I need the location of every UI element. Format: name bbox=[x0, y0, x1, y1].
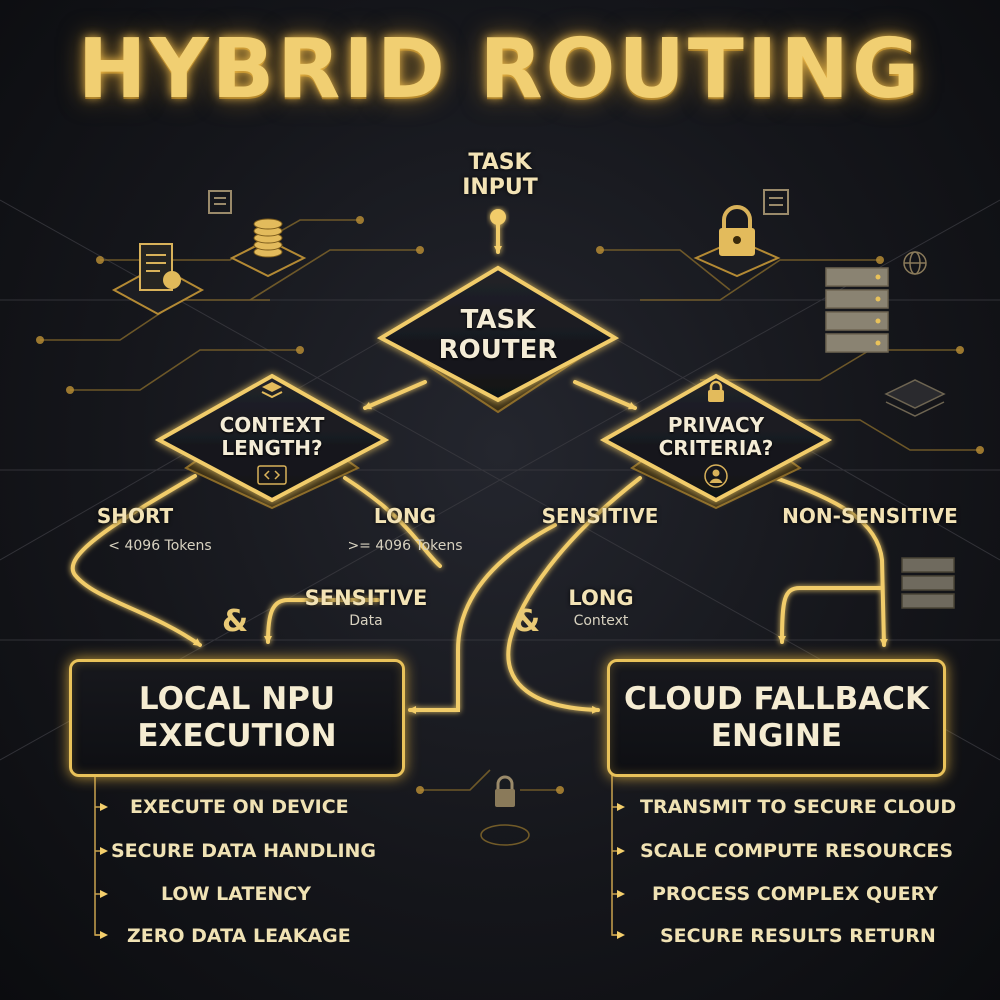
task-input-line1: TASK bbox=[468, 150, 532, 175]
task-router-line1: TASK bbox=[460, 305, 536, 335]
cloud-item: TRANSMIT TO SECURE CLOUD bbox=[640, 796, 957, 818]
input-node bbox=[490, 209, 506, 225]
task-input-label: TASK INPUT bbox=[440, 150, 560, 201]
diagram-title: HYBRID ROUTING bbox=[77, 22, 923, 117]
layers-icon bbox=[261, 382, 283, 399]
privacy-criteria-label: PRIVACY CRITERIA? bbox=[626, 414, 806, 460]
local-item: SECURE DATA HANDLING bbox=[111, 840, 377, 862]
cloud-fallback-engine-box: CLOUD FALLBACK ENGINE bbox=[607, 659, 946, 777]
document-icon bbox=[111, 243, 205, 316]
task-router-label: TASK ROUTER bbox=[408, 305, 588, 366]
cloud-item: SECURE RESULTS RETURN bbox=[660, 925, 936, 947]
task-input-line2: INPUT bbox=[462, 175, 538, 201]
context-length-line2: LENGTH? bbox=[221, 436, 323, 460]
sensitive-branch-label: SENSITIVE bbox=[541, 504, 659, 528]
coins-icon bbox=[229, 218, 307, 278]
non-sensitive-branch-label: NON-SENSITIVE bbox=[782, 504, 958, 528]
long-to-cloud-arrow bbox=[506, 476, 642, 714]
local-npu-execution-title: LOCAL NPU EXECUTION bbox=[72, 681, 402, 755]
chat-icon bbox=[763, 189, 789, 215]
local-item: EXECUTE ON DEVICE bbox=[130, 796, 349, 818]
sensitive-data-label: SENSITIVE bbox=[304, 586, 428, 610]
padlock-icon bbox=[495, 775, 515, 807]
short-branch-label: SHORT bbox=[96, 504, 174, 528]
user-icon bbox=[704, 464, 728, 488]
long-branch-label: LONG bbox=[373, 504, 437, 528]
long-context-label: LONG bbox=[568, 586, 634, 610]
non-sensitive-to-cloud-arrow bbox=[768, 474, 888, 647]
local-line1: LOCAL NPU bbox=[138, 680, 336, 717]
router-to-context-arrow bbox=[363, 380, 427, 410]
sensitive-data-sub: Data bbox=[349, 613, 383, 629]
long-context-sub: Context bbox=[573, 613, 629, 629]
server-icon bbox=[901, 557, 955, 609]
privacy-criteria-line2: CRITERIA? bbox=[658, 436, 774, 460]
and-symbol-right: & bbox=[514, 604, 541, 639]
local-line2: EXECUTION bbox=[137, 718, 337, 754]
local-npu-execution-box: LOCAL NPU EXECUTION bbox=[69, 659, 405, 777]
layers-icon bbox=[884, 379, 946, 417]
globe-icon bbox=[903, 251, 927, 275]
context-length-label: CONTEXT LENGTH? bbox=[182, 414, 362, 460]
cloud-item: SCALE COMPUTE RESOURCES bbox=[640, 840, 954, 862]
cloud-item: PROCESS COMPLEX QUERY bbox=[652, 883, 938, 905]
task-router-node bbox=[376, 265, 620, 414]
long-branch-sub: >= 4096 Tokens bbox=[347, 538, 463, 554]
cloud-line2: ENGINE bbox=[710, 718, 843, 754]
padlock-icon bbox=[708, 380, 724, 402]
short-branch-sub: < 4096 Tokens bbox=[108, 538, 212, 554]
long-branch-line bbox=[343, 476, 442, 568]
local-item: LOW LATENCY bbox=[161, 883, 312, 905]
context-length-node bbox=[154, 373, 390, 510]
privacy-criteria-line1: PRIVACY bbox=[667, 413, 765, 437]
chat-icon bbox=[208, 190, 232, 214]
local-item: ZERO DATA LEAKAGE bbox=[127, 925, 351, 947]
non-sensitive-branch-arrow bbox=[778, 586, 882, 644]
server-icon bbox=[825, 267, 889, 353]
cloud-fallback-engine-title: CLOUD FALLBACK ENGINE bbox=[610, 681, 943, 755]
short-to-local-arrow bbox=[70, 474, 202, 647]
cloud-line1: CLOUD FALLBACK bbox=[624, 680, 929, 717]
padlock-icon bbox=[693, 205, 781, 278]
privacy-criteria-node bbox=[599, 373, 833, 510]
sensitive-to-local-arrow bbox=[408, 523, 557, 714]
code-icon bbox=[257, 465, 287, 485]
router-to-privacy-arrow bbox=[573, 380, 637, 410]
task-router-line2: ROUTER bbox=[438, 334, 558, 365]
sensitive-data-to-local-arrow bbox=[264, 598, 380, 644]
context-length-line1: CONTEXT bbox=[219, 413, 325, 437]
and-symbol-left: & bbox=[222, 604, 249, 639]
